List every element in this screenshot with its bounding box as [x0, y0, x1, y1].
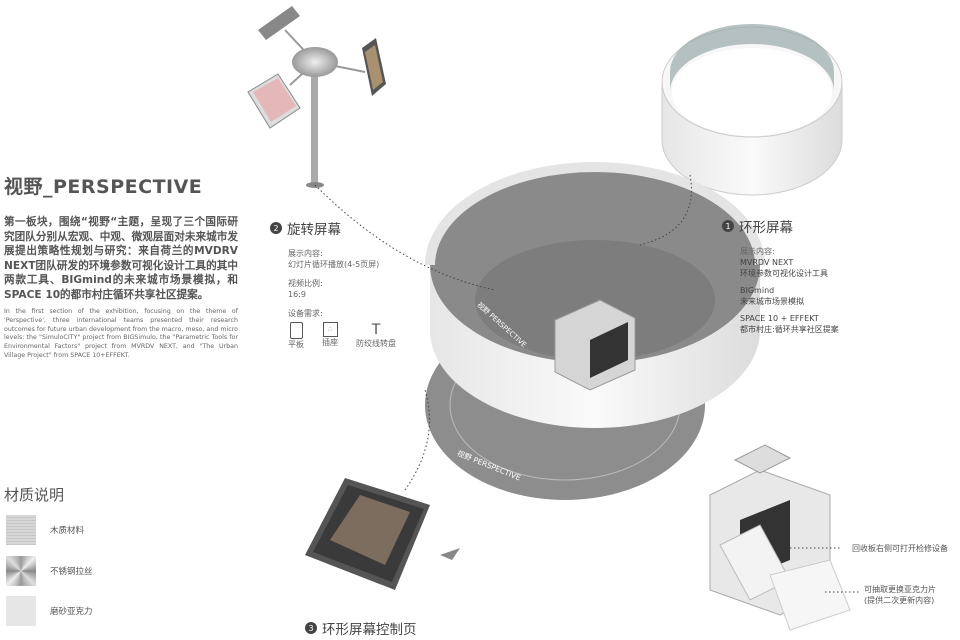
material-label: 木质材料 [50, 526, 85, 536]
section-number-badge: 2 [270, 222, 282, 234]
ratio-value: 16:9 [288, 290, 306, 299]
devices-label: 设备需求: [288, 309, 323, 318]
control-tablet-illustration [305, 478, 460, 590]
ratio-label: 视频比例: [288, 279, 323, 288]
leader-lines [314, 174, 860, 593]
section-rotating-screen: 2 旋转屏幕 展示内容: 幻灯片循环播放(4-5页屏) 视频比例: 16:9 设备… [270, 218, 414, 350]
console-detail-illustration [709, 444, 851, 631]
device-label: 防绞线转盘 [356, 339, 396, 348]
frosted-acrylic-texture-icon [6, 596, 36, 626]
panel-note: 回收板右侧可打开检修设备 [852, 544, 948, 553]
section-ring-screen: 1 环形屏幕 展示内容: MVRDV NEXT 环境参数可视化设计工具 BIGmi… [722, 216, 839, 335]
material-item: 磨砂亚克力 [6, 596, 166, 626]
entry-name: BIGmind [740, 286, 775, 295]
section-title: 环形屏幕 [739, 220, 793, 236]
device-label: 插座 [322, 338, 338, 347]
entry-desc: 环境参数可视化设计工具 [740, 269, 828, 278]
section-title: 环形屏幕控制页 [322, 622, 417, 638]
content-label: 展示内容: [740, 247, 775, 256]
entry-name: MVRDV NEXT [740, 258, 794, 267]
material-item: 木质材料 [6, 515, 166, 545]
page-title: 视野_PERSPECTIVE [4, 176, 203, 198]
acrylic-notes: 可抽取更换亚克力片 (提供二次更新内容) [864, 584, 936, 606]
brushed-steel-texture-icon [6, 556, 36, 586]
device-label: 平板 [288, 340, 304, 349]
section-number-badge: 3 [305, 622, 317, 634]
acrylic-note-1: 可抽取更换亚克力片 [864, 585, 936, 594]
acrylic-note-2: (提供二次更新内容) [864, 596, 935, 605]
content-label: 展示内容: [288, 249, 323, 258]
tablet-icon [289, 322, 303, 339]
device-socket: ∴插座 [322, 322, 338, 350]
intro-text-cn: 第一板块，围绕“视野“主题，呈现了三个国际研究团队分别从宏观、中观、微观层面对未… [4, 216, 238, 301]
materials-title: 材质说明 [4, 486, 65, 504]
ring-screen-detail-illustration [661, 24, 843, 196]
main-ring-screen [425, 162, 765, 428]
section-number-badge: 1 [722, 220, 734, 232]
entry-name: SPACE 10 + EFFEKT [740, 314, 819, 323]
content-value: 幻灯片循环播放(4-5页屏) [288, 260, 380, 269]
intro-text-en: In the first section of the exhibition, … [4, 308, 238, 359]
wood-texture-icon [6, 515, 36, 545]
rotating-screen-illustration [247, 6, 386, 188]
section-title: 旋转屏幕 [287, 222, 341, 238]
socket-icon: ∴ [322, 322, 338, 337]
device-tablet: 平板 [288, 322, 304, 350]
material-label: 不锈钢拉丝 [50, 567, 93, 577]
turntable-icon: T [371, 322, 381, 338]
section-control-page: 3 环形屏幕控制页 [305, 618, 417, 638]
material-item: 不锈钢拉丝 [6, 556, 166, 586]
entry-desc: 都市村庄:循环共享社区提案 [740, 325, 839, 334]
entry-desc: 未来城市场景模拟 [740, 297, 804, 306]
material-label: 磨砂亚克力 [50, 607, 93, 617]
intro-column: 第一板块，围绕“视野“主题，呈现了三个国际研究团队分别从宏观、中观、微观层面对未… [4, 215, 238, 361]
